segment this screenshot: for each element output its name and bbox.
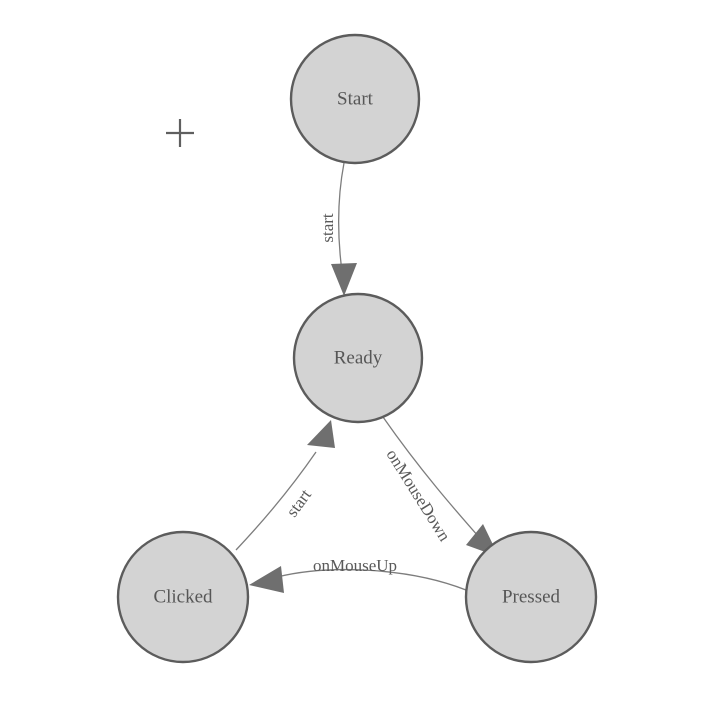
edge-pressed-to-clicked-path[interactable]: [276, 568, 467, 591]
edge-start-to-ready[interactable]: start: [318, 162, 357, 296]
edge-clicked-to-ready-arrowhead: [307, 420, 335, 448]
edge-pressed-to-clicked-label: onMouseUp: [313, 556, 397, 575]
node-pressed-circle[interactable]: [464, 530, 598, 664]
node-ready-circle[interactable]: [292, 292, 424, 424]
node-pressed[interactable]: Pressed: [464, 530, 598, 664]
node-start[interactable]: Start: [289, 33, 421, 165]
edge-ready-to-pressed-path[interactable]: [382, 416, 487, 546]
node-ready[interactable]: Ready: [292, 292, 424, 424]
node-pressed-label: Pressed: [502, 586, 561, 607]
edge-start-to-ready-path[interactable]: [337, 162, 345, 280]
node-clicked-label: Clicked: [153, 586, 213, 607]
crosshair-icon: [166, 119, 194, 147]
node-start-circle[interactable]: [289, 33, 421, 165]
edge-pressed-to-clicked[interactable]: onMouseUp: [249, 556, 467, 593]
node-clicked[interactable]: Clicked: [116, 530, 250, 664]
edge-clicked-to-ready[interactable]: start: [235, 420, 335, 551]
node-clicked-circle[interactable]: [116, 530, 250, 664]
edge-pressed-to-clicked-arrowhead: [249, 566, 284, 593]
node-ready-label: Ready: [334, 347, 383, 368]
edge-clicked-to-ready-path[interactable]: [235, 451, 317, 551]
edge-ready-to-pressed[interactable]: onMouseDown: [382, 416, 499, 557]
node-start-label: Start: [337, 88, 374, 109]
edge-start-to-ready-label: start: [318, 213, 337, 243]
edge-start-to-ready-arrowhead: [331, 263, 357, 296]
